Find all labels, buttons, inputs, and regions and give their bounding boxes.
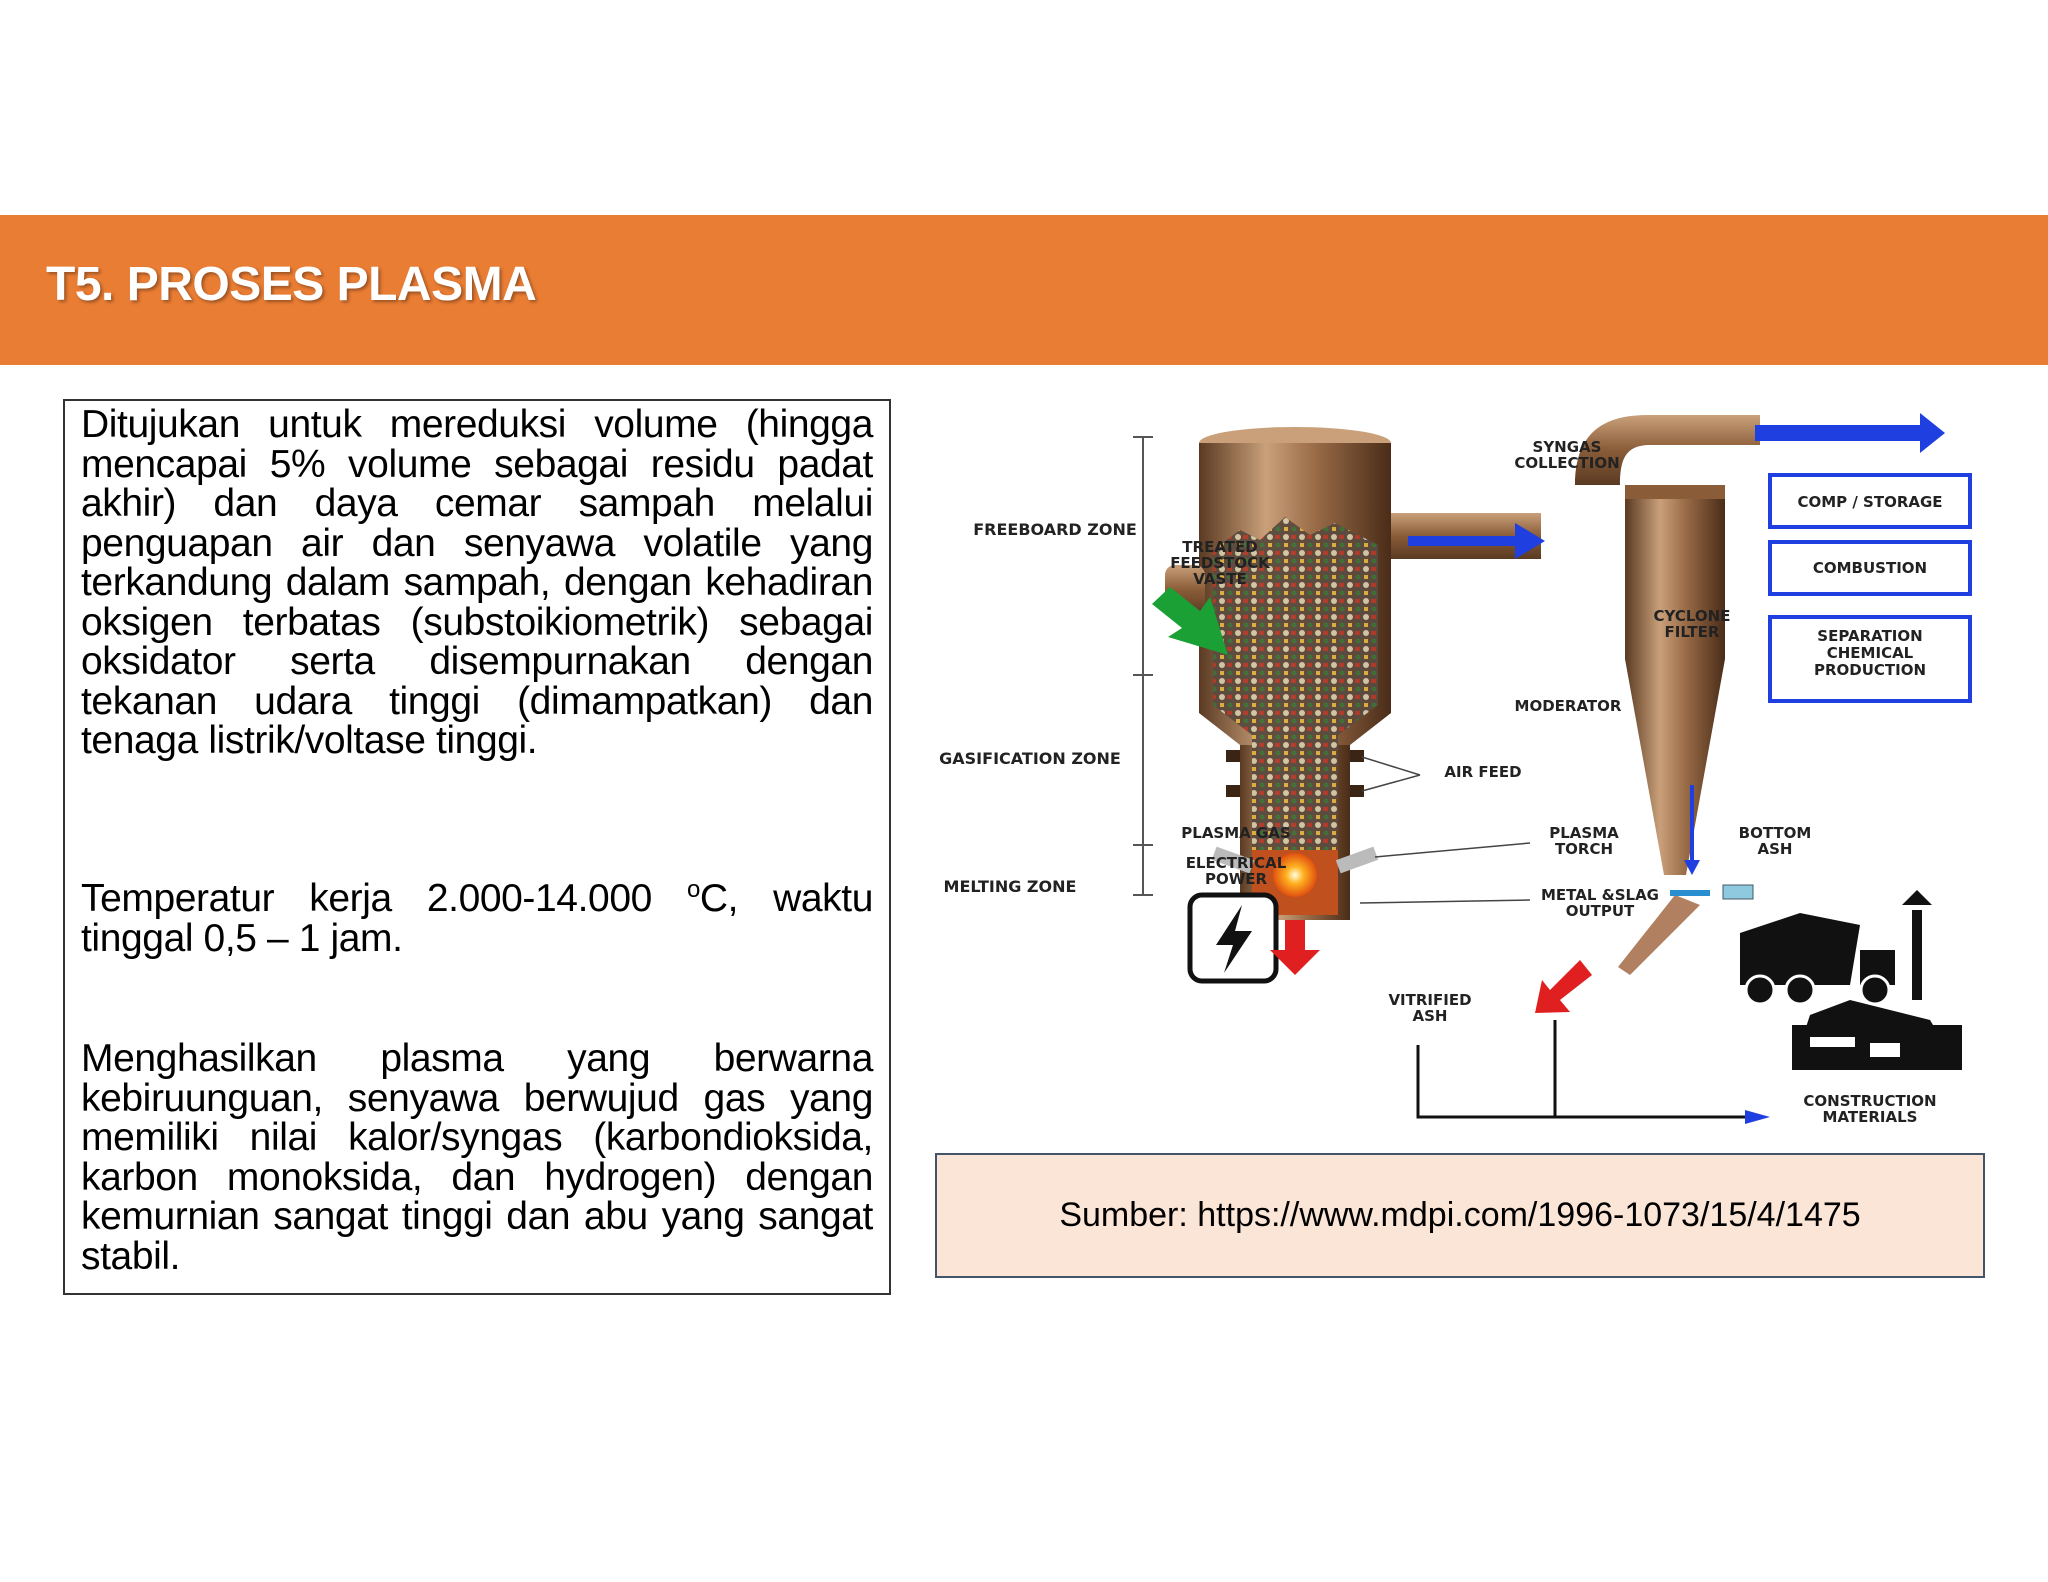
svg-text:SEPARATION: SEPARATION [1817,627,1922,645]
label-vaste: VASTE [1193,570,1246,588]
label-collection: COLLECTION [1514,454,1619,472]
feed-arrow [1152,587,1228,655]
temperature-text-end: C, waktu tinggal 0,5 – 1 jam. [81,877,873,960]
label-filter: FILTER [1665,623,1720,641]
source-text: Sumber: https://www.mdpi.com/1996-1073/1… [1059,1196,1861,1234]
label-metal-slag: METAL &SLAG [1541,886,1659,904]
description-box: Ditujukan untuk mereduksi volume (hingga… [63,399,891,1295]
paragraph-products: Menghasilkan plasma yang berwarna kebiru… [81,1037,873,1278]
construction-arrow [1745,1110,1770,1124]
output-box-storage: COMP / STORAGE [1768,473,1972,529]
label-ash: ASH [1758,840,1793,858]
svg-text:COMBUSTION: COMBUSTION [1813,559,1927,577]
vitrified-ash-arrow [1270,920,1320,975]
plasma-gasification-diagram: FREEBOARD ZONE GASIFICATION ZONE MELTING… [939,413,1972,1126]
svg-text:CHEMICAL: CHEMICAL [1827,644,1914,662]
slide-title: T5. PROSES PLASMA [46,258,537,311]
label-vitrified: VITRIFIED [1388,991,1471,1009]
zone-scale [1133,436,1153,896]
collection-lines [1416,1020,1750,1119]
lightning-icon [1187,892,1279,984]
dump-truck-icon [1740,890,1932,1006]
reactor-vessel [1165,427,1391,920]
label-syngas: SYNGAS [1533,438,1602,456]
label-materials: MATERIALS [1823,1108,1918,1126]
label-cyclone: CYCLONE [1654,607,1731,625]
slag-arrow [1535,960,1592,1013]
label-plasma: PLASMA [1549,824,1619,842]
output-valve [1722,884,1754,900]
label-bottom: BOTTOM [1739,824,1812,842]
air-feed-leaders [1361,756,1421,792]
zone-label-gasification: GASIFICATION ZONE [939,749,1121,768]
output-box-separation: SEPARATION CHEMICAL PRODUCTION [1768,615,1972,703]
cyclone-filter [1575,415,1760,975]
output-box-combustion: COMBUSTION [1768,540,1972,596]
label-vitrified-ash: ASH [1413,1007,1448,1025]
svg-text:PRODUCTION: PRODUCTION [1814,661,1926,679]
header-bar: T5. PROSES PLASMA [0,215,2048,365]
label-feedstock: FEEDSTOCK [1170,554,1271,572]
construction-pile-icon [1792,1000,1962,1070]
svg-text:COMP / STORAGE: COMP / STORAGE [1797,493,1942,511]
paragraph-temperature: Temperatur kerja 2.000-14.000 oC, waktu … [81,876,873,960]
syngas-output-arrow [1755,413,1945,453]
syngas-flow-arrow [1408,523,1545,559]
zone-label-melting: MELTING ZONE [944,877,1077,896]
temperature-text: Temperatur kerja 2.000-14.000 [81,877,687,920]
source-box: Sumber: https://www.mdpi.com/1996-1073/1… [935,1153,1985,1278]
degree-superscript: o [686,876,700,903]
label-moderator: MODERATOR [1515,697,1622,715]
label-treated: TREATED [1182,538,1257,556]
label-plasma-gas: PLASMA GAS [1181,824,1290,842]
label-construction: CONSTRUCTION [1803,1092,1936,1110]
zone-label-freeboard: FREEBOARD ZONE [973,520,1137,539]
label-electrical: ELECTRICAL [1186,854,1287,872]
label-output: OUTPUT [1566,902,1635,920]
label-power: POWER [1205,870,1268,888]
label-air-feed: AIR FEED [1444,763,1521,781]
label-torch: TORCH [1555,840,1613,858]
paragraph-purpose: Ditujukan untuk mereduksi volume (hingga… [81,403,873,762]
